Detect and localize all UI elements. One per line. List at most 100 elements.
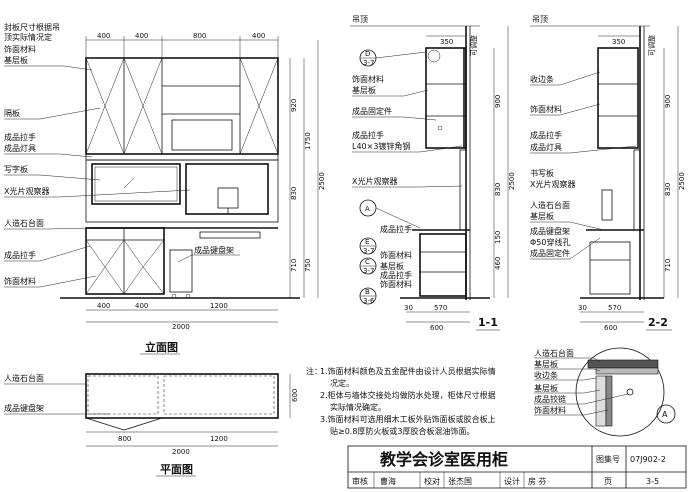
svg-text:C: C — [365, 258, 370, 266]
sec1-bot-dim-3: 600 — [430, 324, 443, 332]
sec1-top-note: 可调整 — [469, 35, 478, 56]
elev-bot-dim-1: 400 — [97, 302, 110, 310]
elev-right-dim-1: 920 — [290, 99, 298, 112]
plan-title: 平面图 — [160, 463, 193, 476]
sec1-label-6: X光片观察器 — [352, 176, 397, 186]
section-1-1: 吊顶 350 可调整 D 3-7 A — [350, 15, 516, 332]
elev-label-9: X光片观察器 — [4, 186, 49, 196]
elev-label-8: 写字板 — [4, 164, 28, 174]
tb-review-name: 曹海 — [380, 476, 396, 486]
tb-check-name: 张杰国 — [448, 476, 472, 486]
tb-check-label: 校对 — [424, 476, 440, 486]
sec2-label-5: 书写板 — [530, 168, 554, 178]
elev-right-dim-2: 830 — [290, 187, 298, 200]
lower-cabinet — [85, 227, 165, 295]
drawing-title: 教学会诊室医用柜 — [380, 450, 508, 469]
notes-block: 注： 1.饰面材料颜色及五金配件由设计人员根据实际情 况定。 2.柜体与墙体交接… — [306, 366, 496, 436]
svg-text:D: D — [365, 50, 370, 58]
callout-d: D 3-7 — [359, 49, 427, 67]
plan-dim-2: 1200 — [210, 435, 228, 443]
sec1-dim-3: 460 — [494, 257, 502, 270]
detail-callout-a — [656, 404, 676, 424]
note-line-3: 2.柜体与墙体交接处均做防水处理，柜体尺寸根据 — [320, 390, 496, 400]
upper-cabinet — [85, 57, 279, 155]
note-line-2: 况定。 — [330, 378, 354, 388]
svg-text:3-7: 3-7 — [363, 267, 374, 275]
sec2-header: 吊顶 — [532, 15, 548, 24]
note-line-4: 实际情况确定。 — [330, 402, 386, 412]
sec2-upper-cabinet — [597, 47, 639, 149]
plan-countertop — [85, 373, 279, 419]
elev-total-dim: 2000 — [172, 323, 190, 331]
sec2-label-8: 基层板 — [530, 211, 554, 221]
svg-text:3-7: 3-7 — [363, 247, 374, 255]
elev-label-4: 基层板 — [4, 55, 28, 65]
sec2-dim-1: 900 — [664, 95, 672, 108]
plan-dim-3: 2000 — [172, 448, 190, 456]
detail-label-1: 人造石台面 — [534, 348, 574, 358]
sec2-dim-2: 830 — [664, 183, 672, 196]
sec1-label-1: 饰面材料 — [352, 74, 384, 84]
elev-label-10: 人造石台面 — [4, 218, 44, 228]
page-number: 3-5 — [646, 477, 659, 486]
svg-text:E: E — [365, 238, 369, 246]
elev-right-dim-5: 750 — [304, 259, 312, 272]
elev-label-1: 封板尺寸根据吊 — [4, 22, 60, 32]
elev-label-3: 饰面材料 — [4, 44, 36, 54]
elevation-view: 400 400 800 400 — [4, 22, 326, 355]
detail-label-2: 基层板 — [534, 359, 558, 369]
note-line-5: 3.饰面材料可选用细木工板外贴饰面板或胶合板上 — [320, 414, 496, 424]
svg-text:A: A — [365, 205, 370, 213]
sec1-dim-5: 2500 — [508, 172, 516, 190]
note-line-1: 1.饰面材料颜色及五金配件由设计人员根据实际情 — [320, 366, 496, 376]
keyboard-tray — [199, 231, 261, 239]
sec2-label-11: 成品固定件 — [530, 248, 570, 258]
sec1-label-3: 成品固定件 — [352, 106, 392, 116]
elev-top-dim-3: 800 — [193, 32, 206, 40]
detail-callout-letter: A — [662, 410, 668, 419]
sec1-label-7: 成品拉手 — [380, 224, 412, 234]
plan-label-1: 人造石台面 — [4, 373, 44, 383]
page-label: 页 — [604, 477, 612, 486]
sec2-desk-frame — [589, 241, 631, 295]
writing-board — [91, 163, 181, 205]
tb-review-label: 审核 — [352, 476, 368, 486]
elev-right-dim-4: 1750 — [304, 132, 312, 150]
notes-heading: 注： — [306, 366, 322, 376]
sec2-dim-3: 710 — [664, 259, 672, 272]
note-line-6: 贴≥0.8厚防火板或3厚胶合板混油饰面。 — [330, 426, 475, 436]
tb-design-name: 房 芬 — [528, 476, 547, 486]
set-number: 07J902-2 — [630, 455, 666, 464]
elev-bot-dim-3: 1200 — [210, 302, 228, 310]
sec1-label-11: 饰面材料 — [380, 279, 412, 289]
elev-label-12: 饰面材料 — [4, 276, 36, 286]
elev-label-6: 成品拉手 — [4, 132, 36, 142]
sec1-dim-1: 900 — [494, 95, 502, 108]
sec1-label-4: 成品拉手 — [352, 130, 384, 140]
xray-viewer — [185, 163, 269, 215]
elev-top-dim-1: 400 — [97, 32, 110, 40]
sec1-label-10: 成品拉手 — [380, 270, 412, 280]
detail-label-5: 成品铰链 — [534, 394, 566, 404]
plan-view: 人造石台面 成品键盘架 800 1200 2000 600 平面图 — [4, 373, 299, 477]
sec1-label-8: 饰面材料 — [380, 250, 412, 260]
sec2-label-7: 人造石台面 — [530, 200, 570, 210]
sec2-top-note: 可调整 — [647, 35, 656, 56]
sec2-label-1: 收边条 — [530, 74, 554, 84]
callout-b: B 3-6 — [359, 287, 377, 305]
sec1-dim-2: 830 — [494, 183, 502, 196]
elev-right-dim-3: 710 — [290, 259, 298, 272]
callout-e: E 3-7 — [359, 237, 377, 255]
elev-label-5: 隔板 — [4, 108, 20, 118]
detail-label-3: 收边条 — [534, 370, 558, 380]
sec2-label-2: 饰面材料 — [530, 104, 562, 114]
sec2-label-9: 成品键盘架 — [530, 226, 570, 236]
sec2-bot-dim-1: 30 — [578, 304, 587, 312]
svg-text:3-6: 3-6 — [363, 297, 375, 305]
elev-label-11: 成品拉手 — [4, 250, 36, 260]
sec1-bot-dim-2: 570 — [434, 304, 447, 312]
sec1-top-dim: 350 — [440, 38, 453, 46]
section-2-2: 吊顶 350 可调整 收边条 饰面材料 成品拉手 成品灯具 书写板 X光片观察器… — [530, 15, 686, 332]
sec2-dim-4: 2500 — [678, 172, 686, 190]
